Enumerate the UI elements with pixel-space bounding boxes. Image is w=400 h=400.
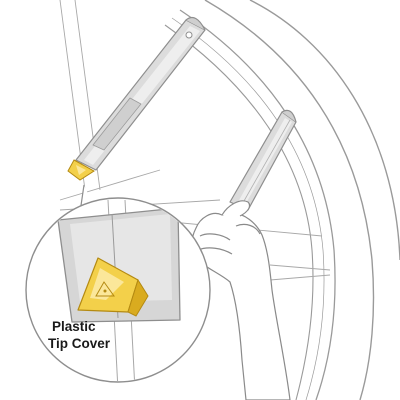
wheel bbox=[164, 0, 400, 400]
rim-channel bbox=[171, 17, 325, 400]
lever-spoke-hole bbox=[185, 31, 193, 39]
tire-lever-lower bbox=[229, 109, 297, 211]
tip-cover-label-line1: Plastic bbox=[52, 319, 96, 334]
rim-outer bbox=[179, 9, 336, 400]
hand-finger bbox=[199, 233, 231, 241]
hand bbox=[191, 200, 291, 400]
tip-cover-small-shine bbox=[76, 165, 86, 175]
tire-lever-upper bbox=[67, 17, 206, 181]
spoke bbox=[269, 274, 331, 281]
tip-cover-triangle-mark bbox=[95, 281, 115, 297]
tire-outer-edge bbox=[249, 0, 400, 261]
lever-hook-end bbox=[281, 109, 297, 123]
magnified-callout: Plastic Tip Cover bbox=[25, 197, 211, 383]
spoke bbox=[269, 264, 331, 271]
hand-thumb bbox=[221, 200, 251, 217]
tire-inner-edge bbox=[204, 0, 375, 400]
tip-cover-dot bbox=[103, 289, 107, 293]
lever-brand-panel bbox=[92, 97, 142, 151]
hand-knuckle bbox=[235, 223, 261, 235]
lever-hook-end bbox=[185, 17, 206, 31]
tip-cover-large-side bbox=[127, 278, 149, 317]
tip-cover-label-line2: Tip Cover bbox=[48, 336, 111, 351]
lever-inner-line bbox=[239, 119, 291, 209]
rim-inner bbox=[164, 24, 314, 400]
spoke bbox=[59, 169, 161, 201]
